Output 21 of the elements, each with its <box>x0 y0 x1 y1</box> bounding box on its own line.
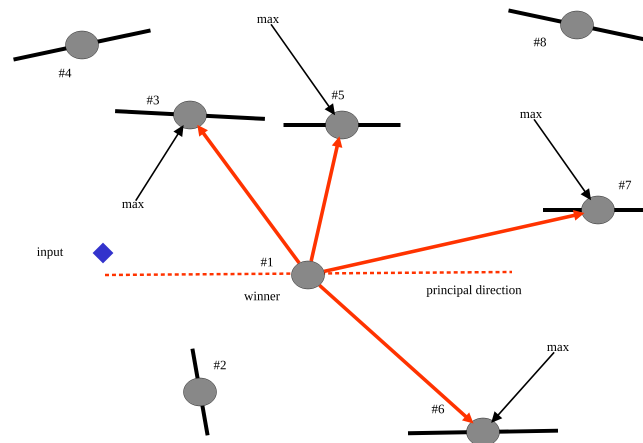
neuron-label: #7 <box>618 180 632 190</box>
neuron-drawing <box>408 418 558 443</box>
direction-label: principal direction <box>426 285 522 297</box>
max-label: max <box>520 112 542 118</box>
neuron-drawing <box>13 28 151 62</box>
neuron-drawing <box>543 196 643 224</box>
neuron-drawing <box>284 110 400 140</box>
max-label: max <box>257 16 279 24</box>
input-diamond <box>92 242 114 264</box>
neuron-label: #8 <box>534 38 546 46</box>
neuron-label: #2 <box>214 360 226 370</box>
neuron-label: #4 <box>58 68 72 78</box>
neuron-label: winner <box>244 292 280 300</box>
neuron-label: #6 <box>432 404 444 414</box>
max-label: max <box>547 344 569 352</box>
neuron-label: #3 <box>146 96 159 104</box>
neuron-drawing <box>291 260 325 290</box>
neuron-label: input <box>36 247 64 259</box>
neuron-label: #1 <box>260 258 273 266</box>
max-label: max <box>122 202 144 208</box>
neuron-label: #5 <box>332 90 344 100</box>
